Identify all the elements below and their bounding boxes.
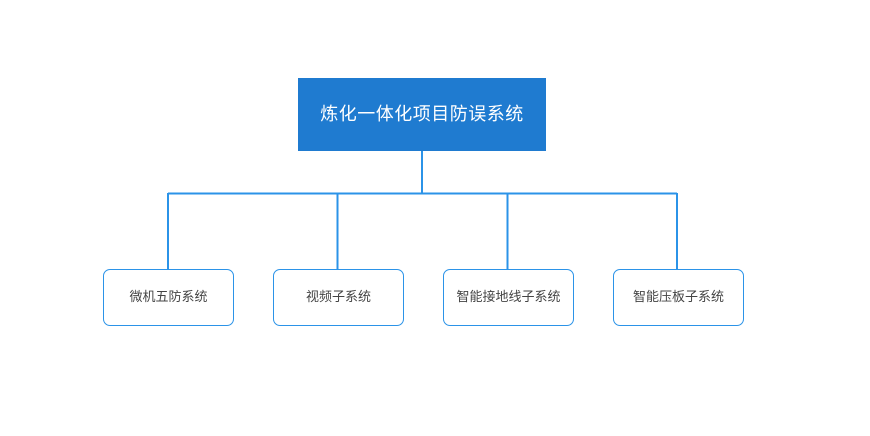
node-child-smart-pressure-plate-subsystem[interactable]: 智能压板子系统 xyxy=(613,269,744,326)
node-child-label: 智能接地线子系统 xyxy=(456,289,561,305)
node-child-label: 智能压板子系统 xyxy=(632,289,724,305)
node-child-smart-grounding-wire-subsystem[interactable]: 智能接地线子系统 xyxy=(443,269,574,326)
node-child-micro-five-prevention[interactable]: 微机五防系统 xyxy=(103,269,234,326)
node-child-label: 视频子系统 xyxy=(305,289,371,305)
node-root[interactable]: 炼化一体化项目防误系统 xyxy=(298,78,546,151)
node-child-video-subsystem[interactable]: 视频子系统 xyxy=(273,269,404,326)
node-child-label: 微机五防系统 xyxy=(129,289,208,305)
node-root-label: 炼化一体化项目防误系统 xyxy=(320,103,524,125)
